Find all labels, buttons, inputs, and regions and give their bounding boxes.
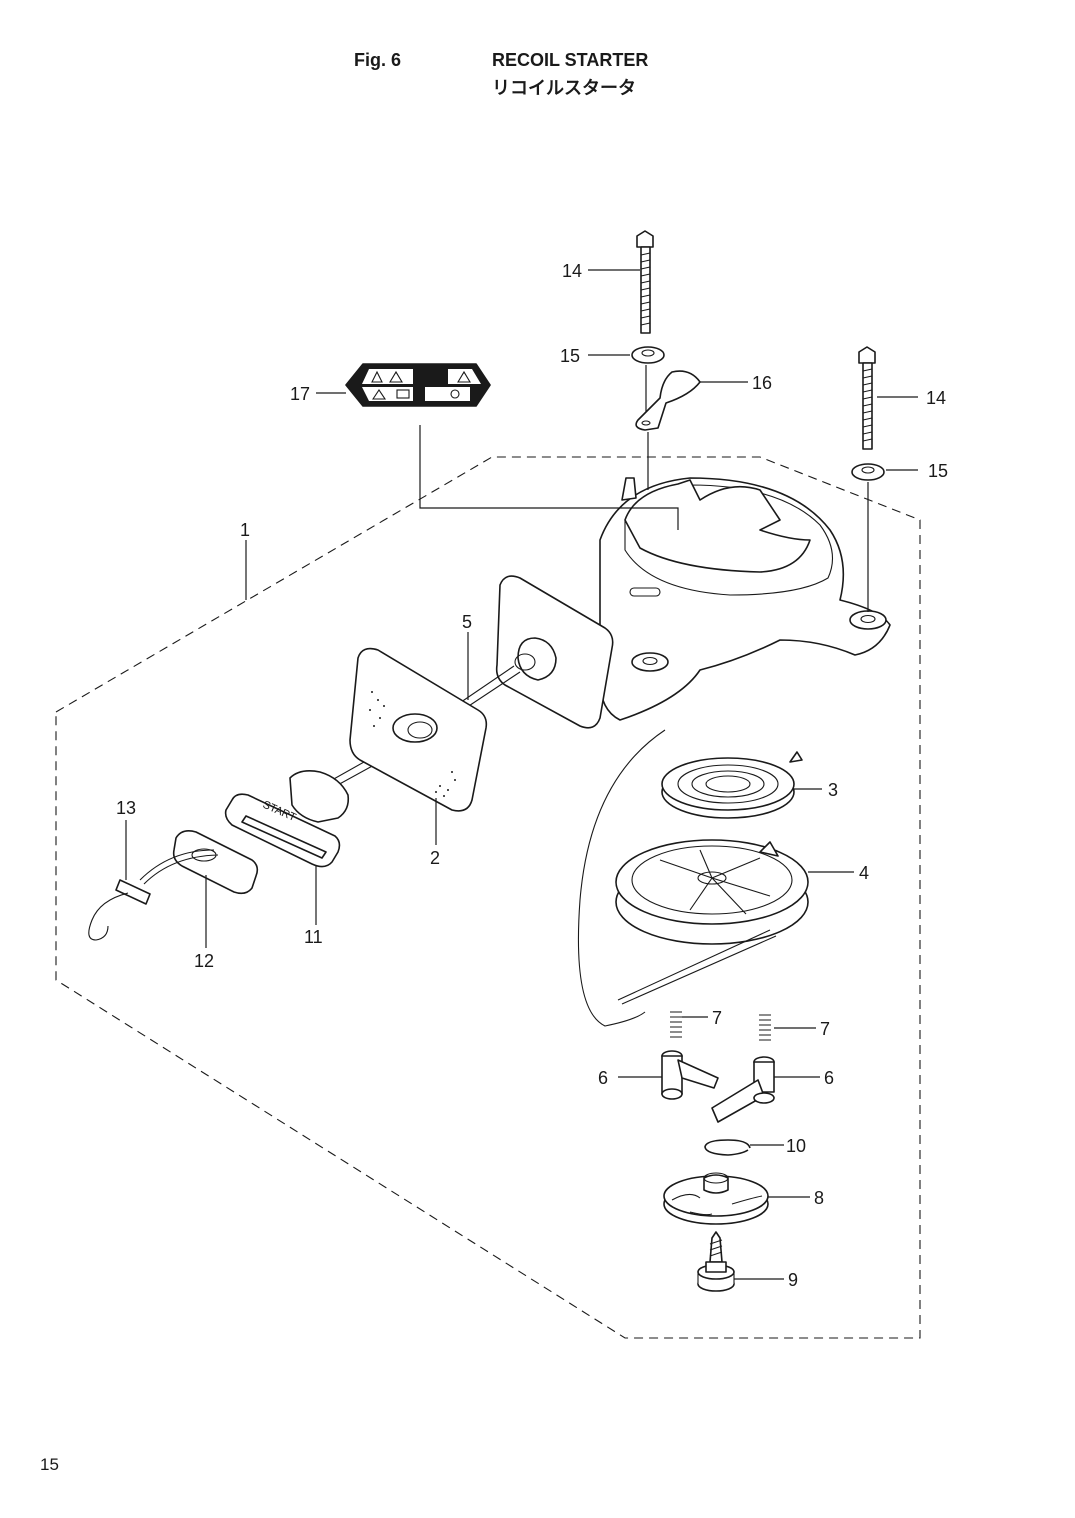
rope-guide-plate [495, 575, 614, 729]
part-17-warning-label [345, 363, 491, 407]
assembly-boundary [55, 456, 921, 1339]
part-3-recoil-spring [661, 751, 803, 819]
part-4-reel-pulley [615, 839, 809, 945]
part-13-rope-clip [88, 879, 151, 941]
part-14-bolt-upper [636, 230, 654, 334]
callout-3: 3 [828, 780, 838, 800]
callout-2: 2 [430, 848, 440, 868]
callout-15-right: 15 [928, 461, 948, 481]
figure-number: Fig. 6 [354, 50, 402, 70]
callout-11: 11 [304, 927, 323, 947]
part-16-clamp [635, 370, 701, 431]
part-15-washer-upper [631, 346, 665, 364]
reel-rope [617, 929, 777, 1005]
alignment-line-upper-bolt [645, 365, 649, 490]
callout-7-left: 7 [712, 1008, 722, 1028]
callout-6-left: 6 [598, 1068, 608, 1088]
part-15-washer-right [851, 463, 885, 481]
part-14-bolt-right [858, 346, 876, 450]
callout-15-upper: 15 [560, 346, 580, 366]
part-10-ring-clip [704, 1139, 751, 1156]
callout-1: 1 [240, 520, 250, 540]
diagram-title: RECOIL STARTER [492, 50, 649, 70]
part-8-friction-plate [663, 1172, 769, 1225]
part-6-ratchet-left [661, 1050, 719, 1100]
callout-14-upper: 14 [562, 261, 582, 281]
part-2-rope-cover-plate [349, 647, 488, 812]
alignment-line-label [419, 425, 679, 530]
part-12-rope-stopper [172, 830, 259, 895]
callout-13: 13 [116, 798, 136, 818]
starter-case-housing [599, 477, 891, 721]
callout-12: 12 [194, 951, 214, 971]
diagram-subtitle-japanese: リコイルスタータ [492, 78, 636, 99]
callout-8: 8 [814, 1188, 824, 1208]
callout-6-right: 6 [824, 1068, 834, 1088]
part-7-ratchet-spring-left [670, 1011, 682, 1038]
part-11-starter-handle: START [224, 770, 350, 868]
part-5-starter-rope [299, 665, 521, 804]
rope-end [139, 849, 219, 885]
callout-17: 17 [290, 384, 310, 404]
page-number: 15 [40, 1455, 59, 1474]
callout-10: 10 [786, 1136, 806, 1156]
leader-lines [125, 269, 918, 1280]
part-9-screw [697, 1231, 735, 1292]
callout-14-right: 14 [926, 388, 946, 408]
part-6-ratchet-right [711, 1056, 775, 1123]
callout-7-right: 7 [820, 1019, 830, 1039]
part-7-ratchet-spring-right [759, 1014, 771, 1041]
callout-9: 9 [788, 1270, 798, 1290]
rope-routing-line [577, 729, 666, 1027]
callout-5: 5 [462, 612, 472, 632]
callout-16: 16 [752, 373, 772, 393]
callout-4: 4 [859, 863, 869, 883]
